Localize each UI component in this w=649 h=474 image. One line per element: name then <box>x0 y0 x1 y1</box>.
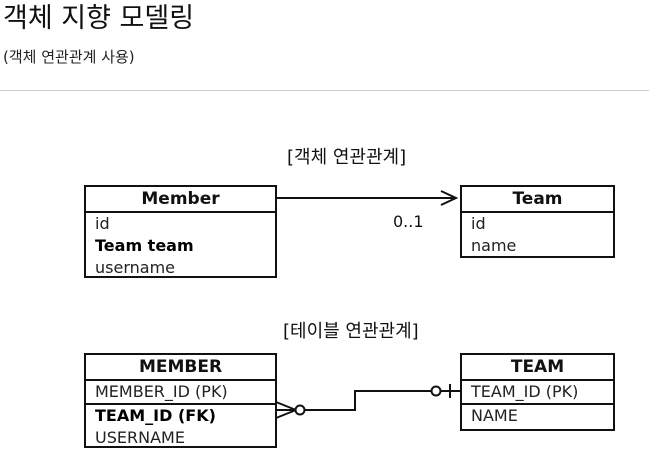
team-pk-column: TEAM_ID (PK) <box>462 381 613 405</box>
member-table-box: MEMBER MEMBER_ID (PK) TEAM_ID (FK) USERN… <box>84 353 277 448</box>
object-relationship-label: [객체 연관관계] <box>287 147 407 168</box>
team-class-name: Team <box>462 187 613 213</box>
team-class-box: Team id name <box>460 185 615 258</box>
divider <box>0 90 649 91</box>
team-field-name: name <box>471 236 517 255</box>
page-subtitle: (객체 연관관계 사용) <box>3 48 135 66</box>
table-relationship-label: [테이블 연관관계] <box>283 321 419 342</box>
member-fk-column: TEAM_ID (FK) <box>95 406 216 425</box>
association-arrow <box>276 190 459 206</box>
member-field-id: id <box>95 214 110 233</box>
er-relationship-line <box>275 384 461 419</box>
member-username-column: USERNAME <box>95 428 185 447</box>
team-field-id: id <box>471 214 486 233</box>
page-title: 객체 지향 모델링 <box>3 3 195 34</box>
member-table-name: MEMBER <box>86 355 275 381</box>
multiplicity-label: 0..1 <box>393 212 424 231</box>
member-class-name: Member <box>86 187 275 213</box>
member-field-team: Team team <box>95 236 194 255</box>
team-name-column: NAME <box>471 406 518 425</box>
member-class-box: Member id Team team username <box>84 185 277 278</box>
team-table-box: TEAM TEAM_ID (PK) NAME <box>460 353 615 431</box>
member-pk-column: MEMBER_ID (PK) <box>86 381 275 405</box>
member-field-username: username <box>95 258 175 277</box>
team-table-name: TEAM <box>462 355 613 381</box>
